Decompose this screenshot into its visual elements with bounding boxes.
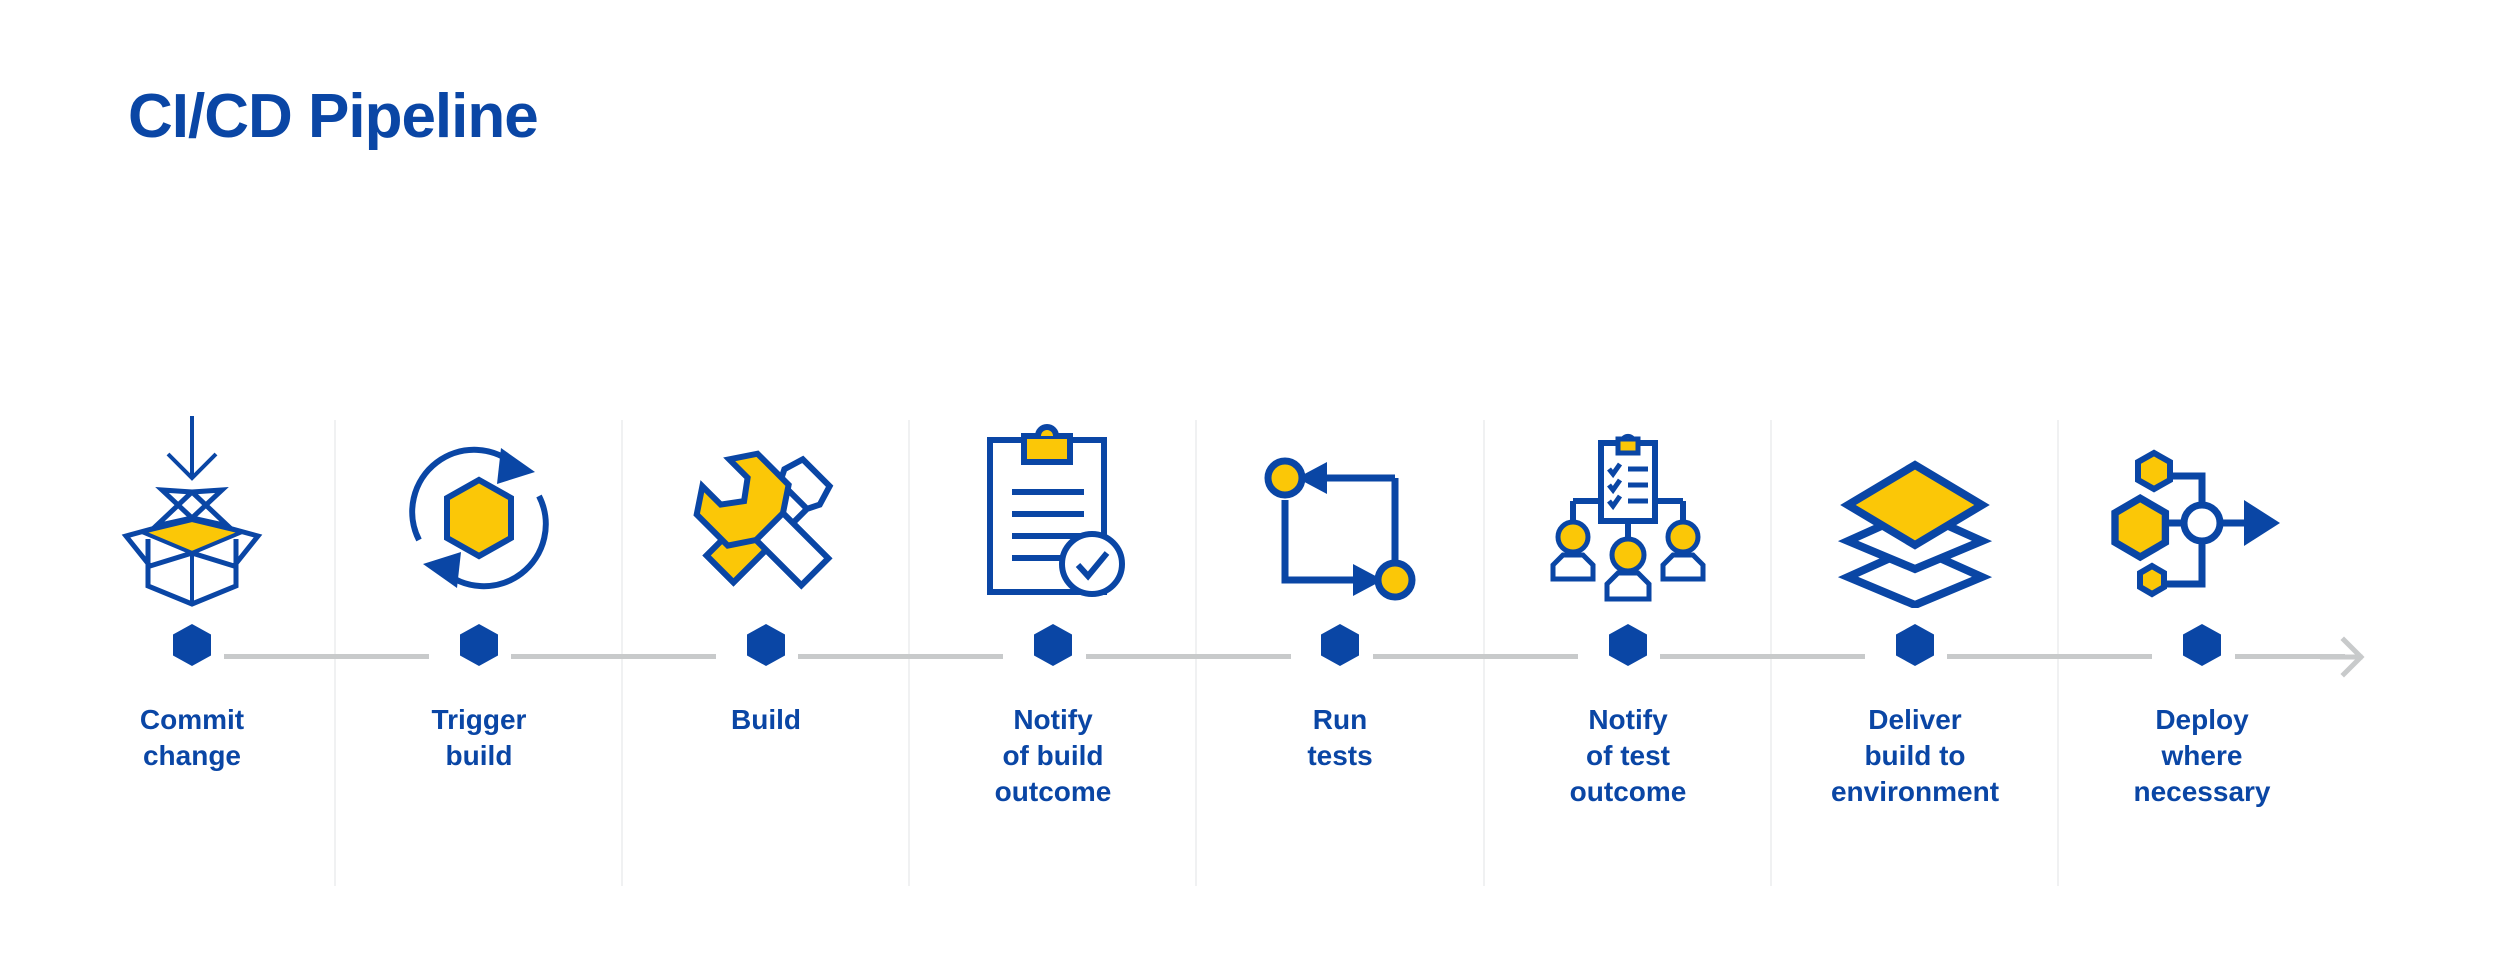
track-segment (224, 654, 429, 659)
clipboard-check-icon (987, 424, 1125, 597)
step-label: Trigger build (431, 704, 527, 771)
step-label: Notify of test outcome (1569, 704, 1687, 807)
hexagon-node-icon (2183, 624, 2221, 666)
refresh-cycle-hexagon-icon (409, 446, 549, 590)
pipeline-step-run-tests[interactable]: Run tests (1195, 400, 1485, 890)
pipeline-step-deploy[interactable]: Deploy where necessary (2057, 400, 2347, 890)
hexagon-merge-arrow-icon (2111, 449, 2280, 598)
pipeline-step-build[interactable]: Build (621, 400, 911, 890)
step-node (1321, 612, 1359, 678)
pipeline-step-notify-test-outcome[interactable]: Notify of test outcome (1483, 400, 1773, 890)
step-label: Commit change (139, 704, 245, 771)
step-icon-wrapper (2057, 400, 2347, 612)
step-icon-wrapper (621, 400, 911, 612)
test-loop-icon (1264, 457, 1416, 601)
hexagon-node-icon (460, 624, 498, 666)
step-node (747, 612, 785, 678)
step-divider (334, 420, 336, 886)
track-end-arrow-icon (2320, 636, 2365, 678)
step-label: Deploy where necessary (2133, 704, 2271, 807)
step-label: Build (731, 704, 801, 735)
track-segment (1373, 654, 1578, 659)
hexagon-node-icon (173, 624, 211, 666)
pipeline-step-trigger-build[interactable]: Trigger build (334, 400, 624, 890)
pipeline-step-commit-change[interactable]: Commit change (47, 400, 337, 890)
wrench-screwdriver-icon (693, 450, 834, 590)
step-node (460, 612, 498, 678)
step-icon-wrapper (1770, 400, 2060, 612)
step-icon-wrapper (908, 400, 1198, 612)
page-title: CI/CD Pipeline (128, 82, 539, 151)
step-label: Deliver build to environment (1830, 704, 2000, 807)
step-divider (2057, 420, 2059, 886)
step-icon-wrapper (334, 400, 624, 612)
step-divider (1770, 420, 1772, 886)
step-divider (908, 420, 910, 886)
track-segment (798, 654, 1003, 659)
step-node (1034, 612, 1072, 678)
hexagon-node-icon (1321, 624, 1359, 666)
track-segment (1947, 654, 2152, 659)
checklist-people-icon (1550, 433, 1706, 602)
step-divider (1483, 420, 1485, 886)
step-node (2183, 612, 2221, 678)
track-segment (1086, 654, 1291, 659)
pipeline-step-deliver-build[interactable]: Deliver build to environment (1770, 400, 2060, 890)
step-node (1896, 612, 1934, 678)
step-label: Run tests (1307, 704, 1373, 771)
step-label: Notify of build outcome (994, 704, 1112, 807)
track-segment (2235, 654, 2345, 659)
step-icon-wrapper (1483, 400, 1773, 612)
track-segment (511, 654, 716, 659)
step-icon-wrapper (47, 400, 337, 612)
track-segment (1660, 654, 1865, 659)
stacked-layers-icon (1837, 460, 1993, 608)
step-node (173, 612, 211, 678)
step-divider (621, 420, 623, 886)
hexagon-node-icon (747, 624, 785, 666)
step-node (1609, 612, 1647, 678)
step-divider (1195, 420, 1197, 886)
hexagon-node-icon (1896, 624, 1934, 666)
pipeline-step-notify-build-outcome[interactable]: Notify of build outcome (908, 400, 1198, 890)
open-box-download-icon (121, 416, 263, 607)
step-icon-wrapper (1195, 400, 1485, 612)
hexagon-node-icon (1034, 624, 1072, 666)
hexagon-node-icon (1609, 624, 1647, 666)
